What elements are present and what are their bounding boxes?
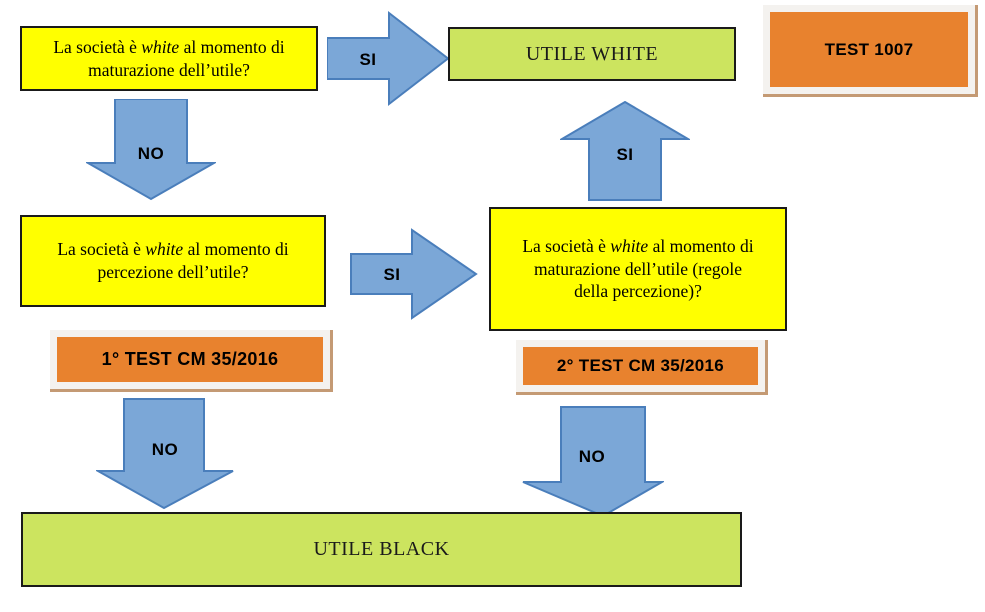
arrow-down-icon xyxy=(86,99,216,201)
test-1007-label: TEST 1007 xyxy=(770,12,968,87)
callout-test-cm-1[interactable]: 1° TEST CM 35/2016 xyxy=(50,330,333,392)
arrow-down-no-q2-to-utile-black xyxy=(96,398,236,510)
q2-line1-italic: white xyxy=(145,239,184,260)
test-cm-2-label: 2° TEST CM 35/2016 xyxy=(523,347,758,385)
edge-label-si-q2: SI xyxy=(383,265,401,284)
q1-line1-part-a: La società è xyxy=(53,36,142,57)
arrow-right-icon xyxy=(327,10,450,107)
arrow-right-si-q1-to-utile-white xyxy=(327,10,450,107)
decision-box-q3[interactable]: La società è white al momento di maturaz… xyxy=(489,207,787,331)
terminal-box-utile-black[interactable]: UTILE BLACK xyxy=(21,512,742,587)
arrow-down-icon xyxy=(522,406,664,518)
decision-box-q3-text: La società è white al momento di maturaz… xyxy=(522,235,753,303)
q3-line3: della percezione)? xyxy=(574,281,702,302)
edge-label-si-q3: SI xyxy=(616,145,634,164)
q2-line1-part-b: al momento di xyxy=(183,239,289,260)
decision-box-q2[interactable]: La società è white al momento di percezi… xyxy=(20,215,326,307)
arrow-down-no-q1-to-q2 xyxy=(86,99,216,201)
test-cm-1-label: 1° TEST CM 35/2016 xyxy=(57,337,323,382)
q3-line1-part-b: al momento di xyxy=(648,235,754,256)
arrow-right-icon xyxy=(350,228,478,320)
edge-label-no-q1: NO xyxy=(137,144,165,163)
arrow-right-si-q2-to-q3 xyxy=(350,228,478,320)
arrow-down-no-q3-to-utile-black xyxy=(521,406,664,518)
q3-line2: maturazione dell’utile (regole xyxy=(534,258,742,279)
callout-test-1007[interactable]: TEST 1007 xyxy=(763,5,978,97)
callout-test-cm-2[interactable]: 2° TEST CM 35/2016 xyxy=(516,340,768,395)
arrow-up-si-q3-to-utile-white xyxy=(560,101,690,202)
utile-black-label: UTILE BLACK xyxy=(313,538,450,560)
decision-box-q1-text: La società è white al momento di maturaz… xyxy=(53,36,284,82)
q3-line1-part-a: La società è xyxy=(522,235,611,256)
q2-line1-part-a: La società è xyxy=(57,239,146,260)
edge-label-si-q1: SI xyxy=(359,50,377,69)
q1-line1-italic: white xyxy=(141,36,180,57)
arrow-down-icon xyxy=(96,398,234,510)
edge-label-no-q3: NO xyxy=(578,447,606,466)
terminal-box-utile-white[interactable]: UTILE WHITE xyxy=(448,27,736,81)
q2-line2: percezione dell’utile? xyxy=(97,262,249,282)
q1-line1-part-b: al momento di xyxy=(179,36,285,57)
q1-line2: maturazione dell’utile? xyxy=(88,59,250,80)
decision-box-q1[interactable]: La società è white al momento di maturaz… xyxy=(20,26,318,91)
utile-white-label: UTILE WHITE xyxy=(525,42,659,65)
edge-label-no-q2: NO xyxy=(151,440,179,459)
arrow-up-icon xyxy=(560,101,690,201)
decision-box-q2-text: La società è white al momento di percezi… xyxy=(57,238,288,284)
q3-line1-italic: white xyxy=(610,235,649,256)
